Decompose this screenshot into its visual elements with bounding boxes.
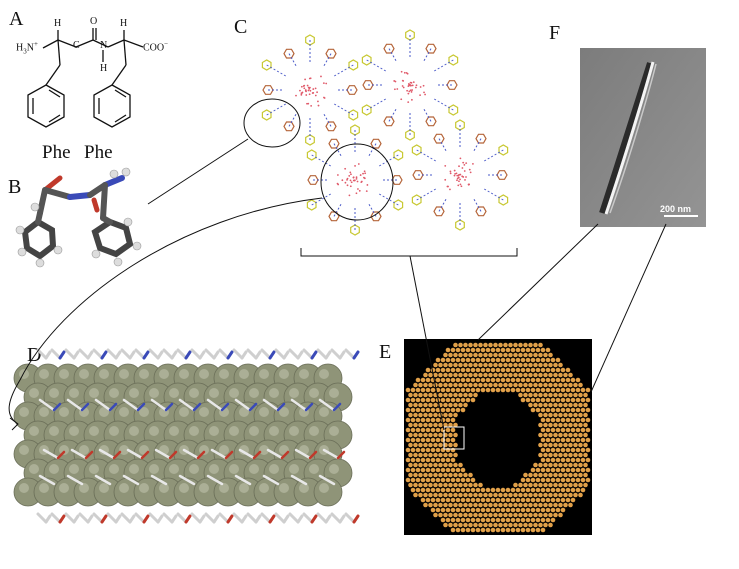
phe-label-left: Phe	[42, 142, 71, 163]
carbonyl-c: C	[73, 40, 80, 51]
panel-letter-e: E	[379, 341, 392, 363]
h3n-label: H3N+	[16, 40, 38, 56]
carboxylate: COO−	[143, 40, 169, 54]
panel-letter-b: B	[8, 176, 22, 198]
carbonyl-o: O	[90, 16, 98, 27]
amide-h: H	[100, 63, 108, 74]
tem-image: 200 nm	[580, 48, 706, 227]
tube-cross-section	[404, 339, 592, 535]
h-top-right: H	[120, 18, 128, 29]
panel-letter-a: A	[9, 8, 24, 30]
panel-letter-f: F	[549, 22, 561, 44]
h-top-left: H	[54, 18, 62, 29]
phe-label-right: Phe	[84, 142, 113, 163]
scale-bar-label: 200 nm	[660, 204, 692, 214]
panel-letter-c: C	[234, 16, 248, 38]
